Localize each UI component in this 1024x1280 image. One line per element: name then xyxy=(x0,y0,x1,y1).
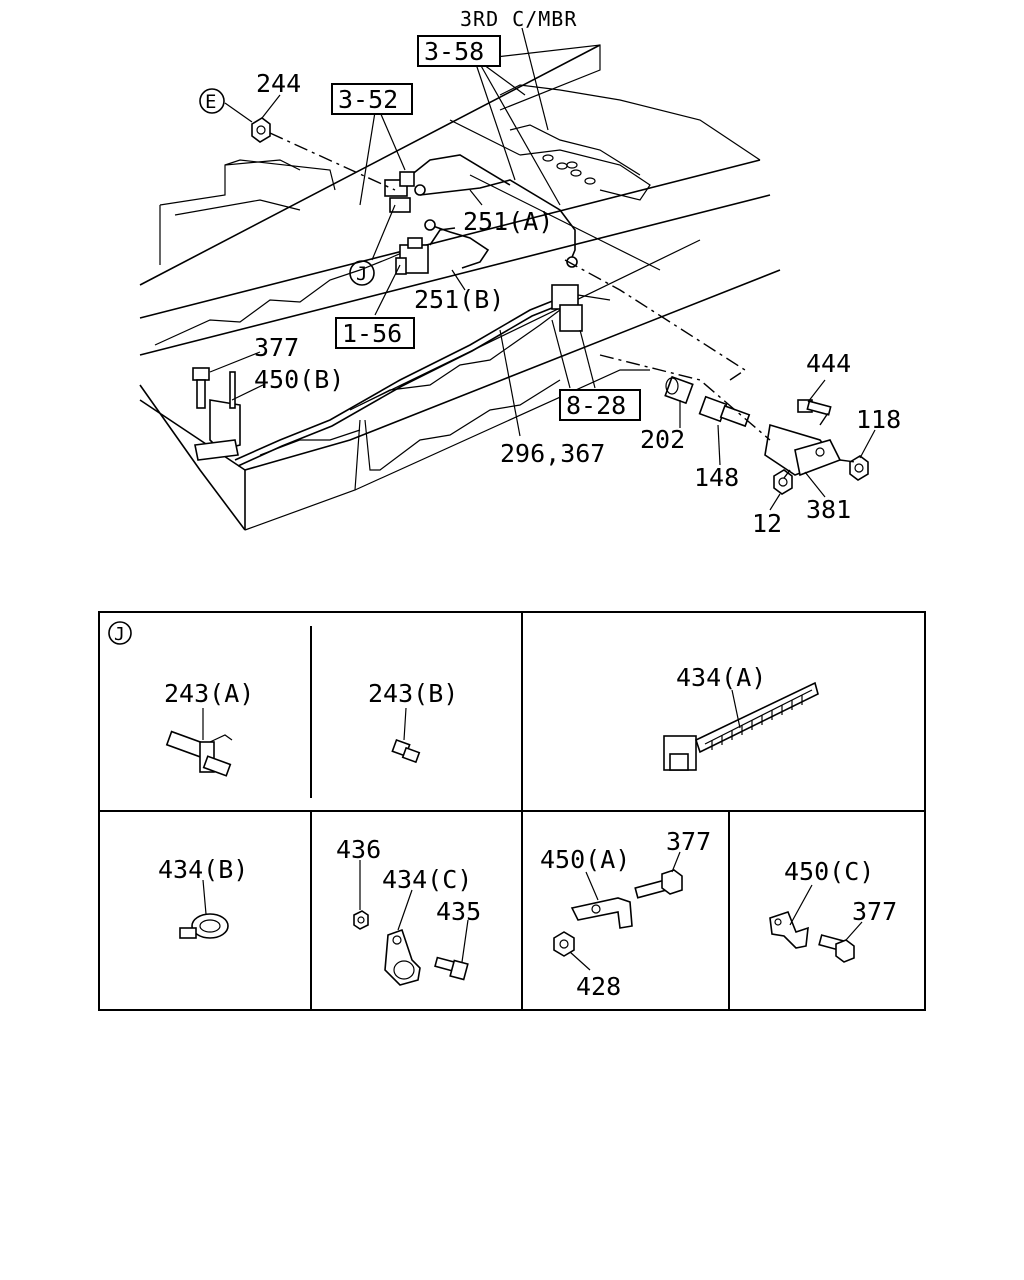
label-434a: 434(A) xyxy=(676,663,766,692)
bolt-444 xyxy=(797,399,832,416)
callout-251a: 251(A) xyxy=(463,207,553,236)
ref-3-52-text: 3-52 xyxy=(338,85,398,114)
part-450a-drawing xyxy=(570,871,633,929)
label-436: 436 xyxy=(336,835,381,864)
hose-junction xyxy=(551,256,611,332)
assembly-lines xyxy=(269,132,856,479)
connector-148 xyxy=(698,395,751,428)
part-377-a-drawing xyxy=(634,851,683,899)
callout-450b: 450(B) xyxy=(254,365,344,394)
label-243a: 243(A) xyxy=(164,679,254,708)
callout-118: 118 xyxy=(856,405,901,434)
leader-lines xyxy=(209,27,876,511)
part-377-c-drawing xyxy=(818,921,863,963)
marker-j-text: J xyxy=(356,263,367,285)
ref-8-28: 8-28 xyxy=(559,389,641,421)
callout-12: 12 xyxy=(752,509,782,538)
label-243b: 243(B) xyxy=(368,679,458,708)
marker-e-text: E xyxy=(205,91,216,113)
ref-3-58-text: 3-58 xyxy=(424,37,484,66)
callout-244: 244 xyxy=(256,69,301,98)
part-434a-drawing xyxy=(663,681,819,771)
callout-296-367: 296,367 xyxy=(500,439,605,468)
callout-202: 202 xyxy=(640,425,685,454)
label-450c: 450(C) xyxy=(784,857,874,886)
detail-marker-j-text: J xyxy=(114,624,125,645)
part-428-drawing xyxy=(553,931,591,971)
label-450a: 450(A) xyxy=(540,845,630,874)
ref-1-56-text: 1-56 xyxy=(342,319,402,348)
detail-marker-j: J xyxy=(108,621,132,645)
part-436-drawing xyxy=(353,860,369,930)
fitting-202 xyxy=(664,375,694,405)
three-way-joint xyxy=(384,171,436,231)
callout-381: 381 xyxy=(806,495,851,524)
ref-3-52: 3-52 xyxy=(331,83,413,115)
callout-377: 377 xyxy=(254,333,299,362)
part-243a-drawing xyxy=(165,708,233,777)
crossmember-label: 3RD C/MBR xyxy=(460,7,577,31)
label-428: 428 xyxy=(576,972,621,1001)
brake-pipe-296 xyxy=(234,299,558,467)
part-450c-drawing xyxy=(769,884,813,949)
label-377-c: 377 xyxy=(852,897,897,926)
label-434c: 434(C) xyxy=(382,865,472,894)
detail-table: J 243(A) 243(B) 434(A) xyxy=(98,611,926,1011)
callout-444: 444 xyxy=(806,349,851,378)
label-434b: 434(B) xyxy=(158,855,248,884)
ref-8-28-text: 8-28 xyxy=(566,391,626,420)
marker-e: E xyxy=(199,88,225,114)
ref-1-56: 1-56 xyxy=(335,317,415,349)
main-exploded-view: 3RD C/MBR 3-58 3-52 1-56 8-28 E J 244 25… xyxy=(139,7,901,538)
brake-pipe-251b xyxy=(429,224,490,269)
callout-148: 148 xyxy=(694,463,739,492)
bracket-450b xyxy=(194,371,241,461)
nut-244 xyxy=(251,117,271,143)
frame-rail-lower xyxy=(139,239,781,531)
bracket-381 xyxy=(764,423,842,477)
third-crossmember xyxy=(449,119,661,271)
label-377-a: 377 xyxy=(666,827,711,856)
ref-3-58: 3-58 xyxy=(417,35,501,67)
bolt-377-main xyxy=(192,367,210,409)
nut-118 xyxy=(849,455,869,481)
part-434c-drawing xyxy=(384,889,421,986)
callout-251b: 251(B) xyxy=(414,285,504,314)
part-435-drawing xyxy=(434,919,469,981)
label-435: 435 xyxy=(436,897,481,926)
marker-j: J xyxy=(349,260,375,286)
part-243b-drawing xyxy=(391,707,421,764)
nut-12 xyxy=(773,469,793,495)
part-434b-drawing xyxy=(179,879,229,939)
valve-assembly xyxy=(395,237,429,275)
